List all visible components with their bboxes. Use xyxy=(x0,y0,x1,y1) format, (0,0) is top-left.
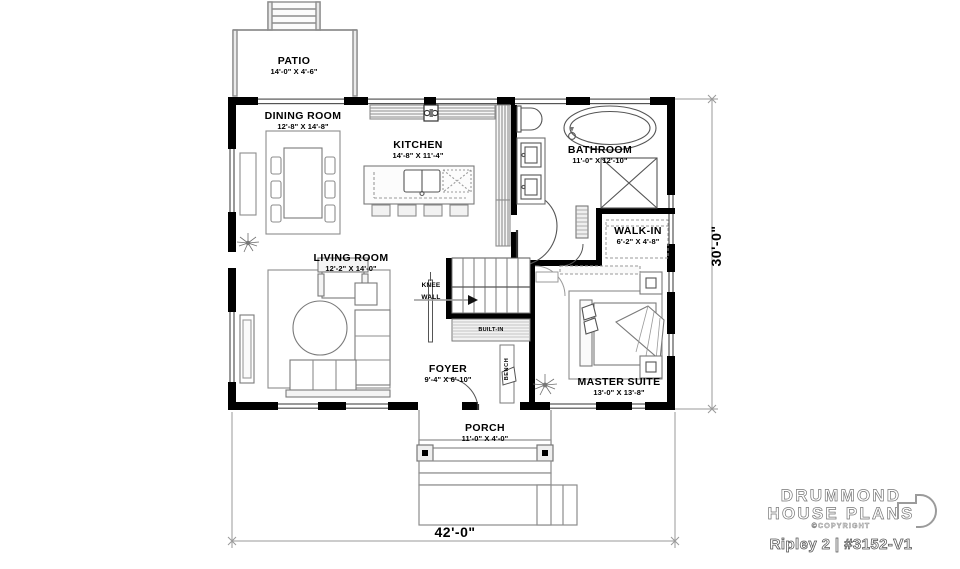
room-label-dining-room: DINING ROOM xyxy=(264,110,342,122)
room-label-bathroom: BATHROOM xyxy=(567,144,633,156)
bench-label: BENCH xyxy=(504,357,510,381)
brand-line-1: DRUMMOND xyxy=(780,486,902,506)
drummond-d-mark-icon xyxy=(897,494,937,529)
brand-copyright: ©COPYRIGHT xyxy=(811,523,871,531)
room-dims-kitchen: 14'-8" X 11'-4" xyxy=(392,151,444,160)
room-dims-bathroom: 11'-0" X 12'-10" xyxy=(572,156,628,165)
dimension-lines xyxy=(227,94,718,548)
room-label-master-suite: MASTER SUITE xyxy=(577,376,661,388)
room-label-foyer: FOYER xyxy=(428,363,468,375)
built-in-label: BUILT-IN xyxy=(478,327,504,333)
brand-line-2: HOUSE PLANS xyxy=(767,503,915,523)
patio-structure xyxy=(232,1,358,97)
built-in-cabinet xyxy=(451,318,531,342)
room-dims-living-room: 12'-2" X 14'-0" xyxy=(325,264,377,273)
dining-furniture xyxy=(236,130,341,253)
staircase xyxy=(414,257,531,314)
room-label-kitchen: KITCHEN xyxy=(393,139,443,151)
brand-logo: DRUMMOND HOUSE PLANS ©COPYRIGHT Ripley 2… xyxy=(736,487,946,553)
foyer-items xyxy=(499,271,559,404)
kitchen-fixtures xyxy=(363,104,511,247)
plan-id-label: Ripley 2 | #3152-V1 xyxy=(769,536,913,554)
room-label-walk-in: WALK-IN xyxy=(614,225,662,237)
porch-structure xyxy=(416,410,578,526)
bathroom-fixtures xyxy=(516,105,658,239)
master-furniture xyxy=(559,265,665,380)
room-dims-porch: 11'-0" X 4'-0" xyxy=(461,434,509,443)
overall-width-dimension: 42'-0" xyxy=(434,524,476,540)
room-dims-walk-in: 6'-2" X 4'-8" xyxy=(616,237,660,246)
room-dims-dining-room: 12'-8" X 14'-8" xyxy=(277,122,329,131)
room-dims-patio: 14'-0" X 4'-6" xyxy=(270,67,318,76)
knee-wall xyxy=(428,272,433,343)
room-label-patio: PATIO xyxy=(277,55,311,67)
room-dims-foyer: 9'-4" X 6'-10" xyxy=(424,375,472,384)
walls xyxy=(228,97,675,410)
knee-wall-label-line1: KNEE xyxy=(421,282,441,289)
walkin-closet xyxy=(605,219,669,259)
knee-wall-label-line2: WALL xyxy=(421,294,441,301)
room-label-living-room: LIVING ROOM xyxy=(313,252,389,264)
room-dims-master-suite: 13'-0" X 13'-8" xyxy=(593,388,645,397)
room-label-porch: PORCH xyxy=(465,422,505,434)
living-furniture xyxy=(239,257,391,398)
overall-depth-dimension: 30'-0" xyxy=(708,225,724,267)
